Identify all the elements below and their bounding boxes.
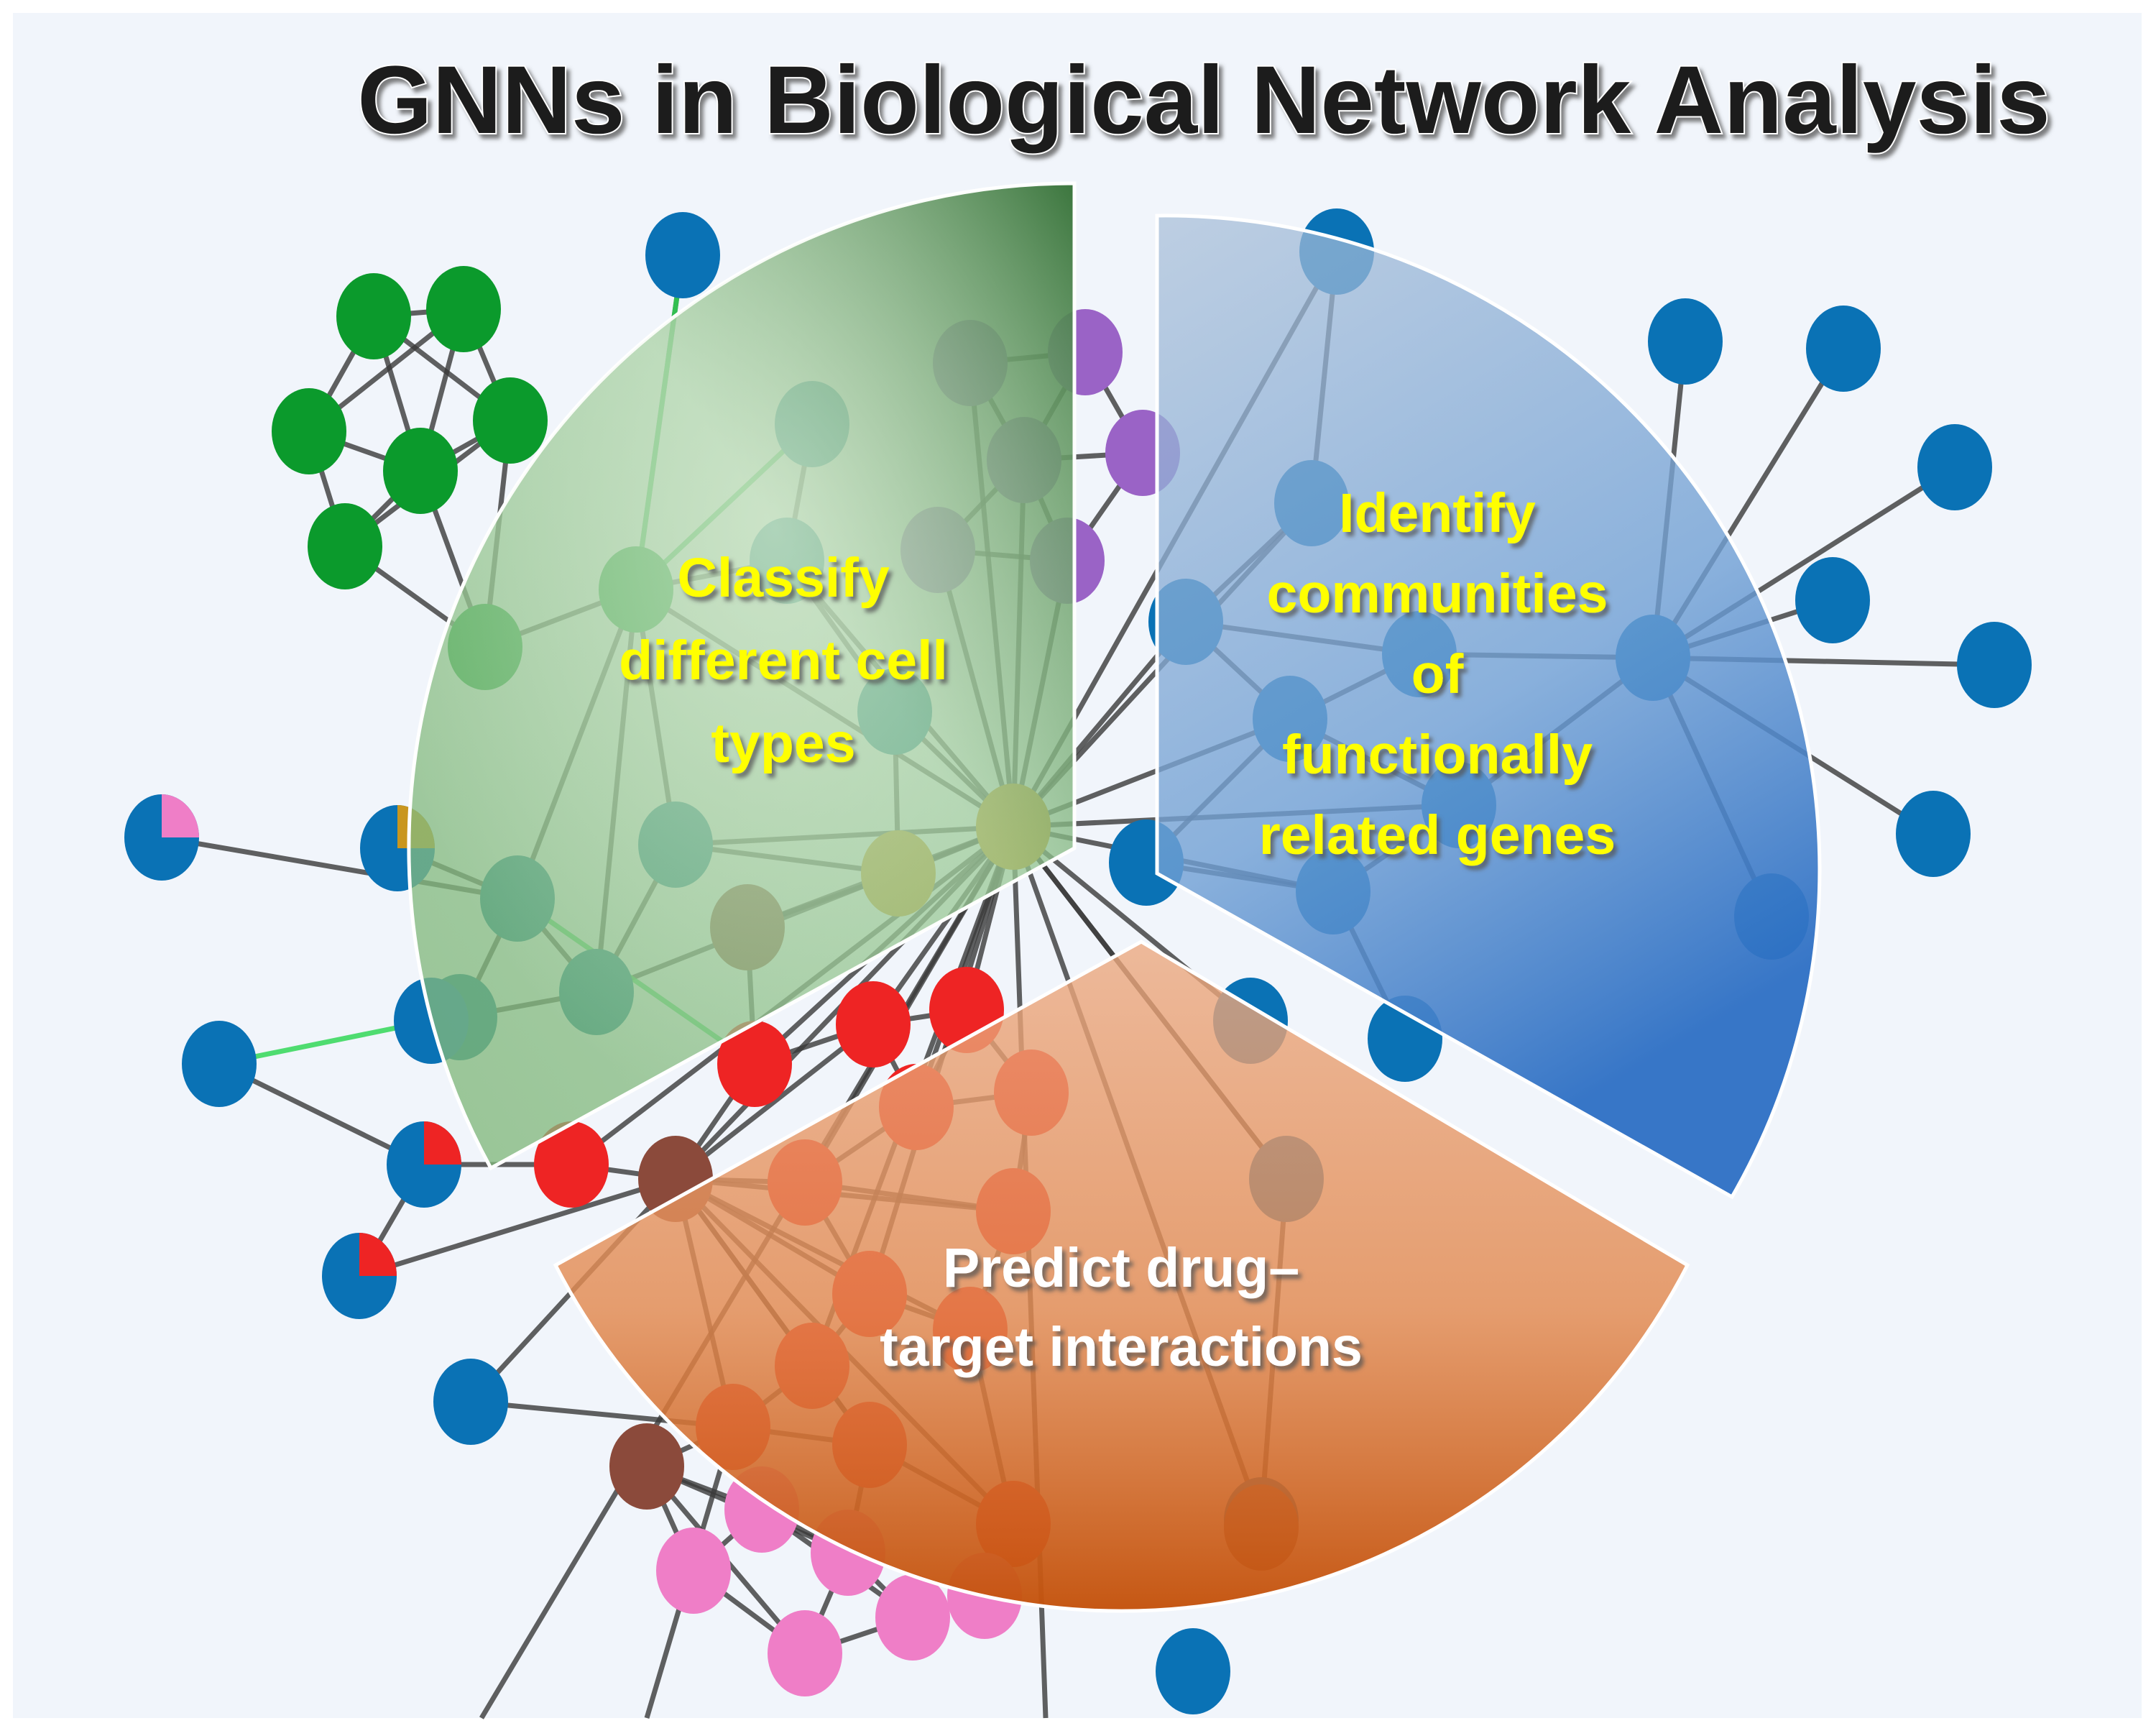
label-cell-types-line-1: Classify — [677, 547, 890, 609]
network-node — [768, 1610, 842, 1696]
network-node — [645, 212, 720, 298]
network-node — [717, 1021, 792, 1107]
network-node — [1957, 622, 2032, 708]
segment-drug-target — [553, 940, 1690, 1613]
network-node — [875, 1574, 950, 1661]
label-communities-line-4: functionally — [1282, 724, 1593, 786]
network-node — [426, 266, 501, 352]
label-communities: Identify communities of functionally rel… — [1259, 482, 1616, 866]
network-node — [383, 428, 458, 514]
label-communities-line-2: communities — [1267, 563, 1608, 625]
network-edge — [358, 1176, 677, 1279]
network-node — [336, 273, 411, 359]
figure-title: GNNs in Biological Network Analysis — [357, 47, 2050, 154]
network-node — [182, 1021, 257, 1107]
segment-cell-types-glow — [408, 183, 1074, 1168]
network-node — [433, 1359, 508, 1445]
network-edge — [673, 1022, 875, 1181]
label-drug-target-line-1: Predict drug– — [943, 1237, 1299, 1299]
network-node — [1648, 298, 1723, 385]
network-node — [609, 1423, 684, 1510]
label-cell-types: Classify different cell types — [619, 547, 948, 774]
label-communities-line-1: Identify — [1339, 482, 1536, 544]
network-node — [272, 388, 346, 474]
node-pie-wedge — [162, 794, 199, 837]
node-pie-wedge — [424, 1121, 461, 1165]
label-communities-line-3: of — [1411, 643, 1464, 705]
label-drug-target-line-2: target interactions — [880, 1316, 1363, 1378]
label-cell-types-line-2: different cell — [619, 630, 948, 692]
network-node — [308, 503, 382, 589]
network-node — [1917, 424, 1992, 510]
network-node — [656, 1528, 731, 1614]
network-node — [473, 377, 548, 464]
node-pie-wedge — [359, 1233, 397, 1276]
network-node — [836, 981, 911, 1067]
network-node — [1156, 1628, 1230, 1714]
network-node — [1806, 306, 1881, 392]
network-node — [534, 1121, 609, 1208]
label-communities-line-5: related genes — [1259, 804, 1616, 866]
label-drug-target: Predict drug– target interactions — [880, 1237, 1363, 1378]
network-node — [1795, 557, 1870, 643]
network-node — [1896, 791, 1971, 877]
label-cell-types-line-3: types — [711, 712, 855, 774]
segment-communities — [1155, 213, 1822, 1200]
